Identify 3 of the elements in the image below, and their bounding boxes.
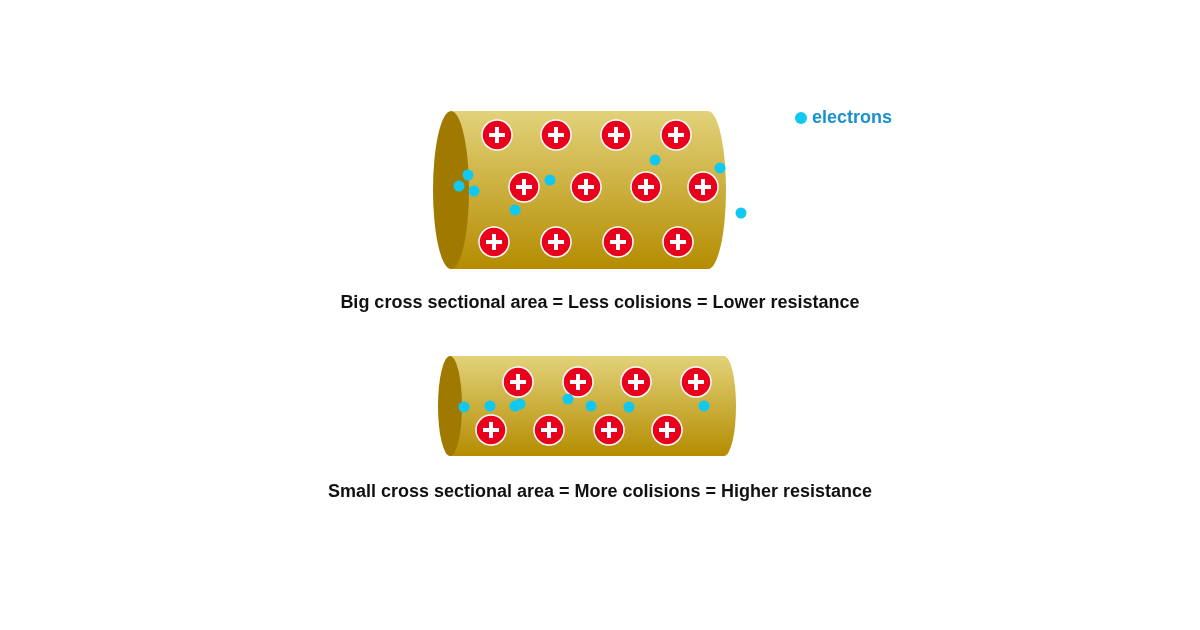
caption: Small cross sectional area = More colisions = Higher resistance (326, 481, 874, 502)
legend-label: electrons (812, 107, 893, 128)
caption: Big cross sectional area = Less colisions = Lower resistance (339, 292, 861, 313)
